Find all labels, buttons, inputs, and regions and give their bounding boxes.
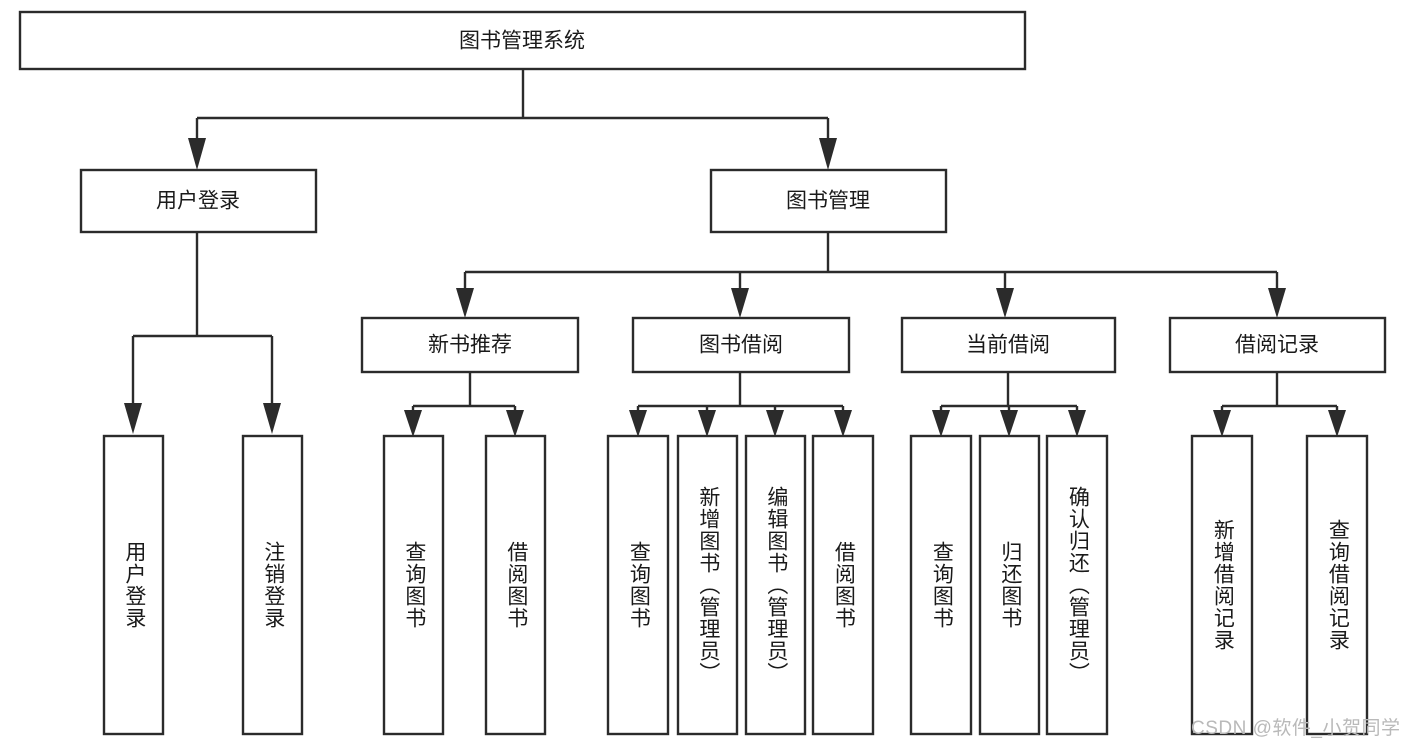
arrowhead-icon-leaf-6 <box>698 410 716 437</box>
arrowhead-icon-leaf-3 <box>404 410 422 437</box>
node-box-leaf-6[interactable] <box>676 434 739 736</box>
node-box-login[interactable] <box>79 168 318 234</box>
node-label-borrow: 图书借阅 <box>699 334 783 357</box>
node-box-leaf-1[interactable] <box>102 434 165 736</box>
arrowhead-icon-records <box>1268 288 1286 318</box>
node-box-leaf-11[interactable] <box>1045 434 1109 736</box>
arrowhead-icon-bookmgmt <box>819 138 837 170</box>
node-label-records: 借阅记录 <box>1235 334 1319 357</box>
connector-newbook-to-leaves <box>404 372 524 437</box>
node-box-leaf-12[interactable] <box>1190 434 1254 736</box>
connector-bookmgmt-to-level3 <box>456 232 1286 318</box>
arrowhead-icon-newbook <box>456 288 474 318</box>
node-label-current: 当前借阅 <box>966 334 1050 357</box>
node-box-leaf-4[interactable] <box>484 434 547 736</box>
node-box-leaf-5[interactable] <box>606 434 670 736</box>
arrowhead-icon-current <box>996 288 1014 318</box>
arrowhead-icon-leaf-4 <box>506 410 524 437</box>
node-box-bookmgmt[interactable] <box>709 168 948 234</box>
connector-login-to-leaves <box>124 232 281 434</box>
arrowhead-icon-borrow <box>731 288 749 318</box>
arrowhead-icon-leaf-7 <box>766 410 784 437</box>
connector-root-to-level2 <box>188 69 837 170</box>
arrowhead-icon-leaf-13 <box>1328 410 1346 437</box>
arrowhead-icon-leaf-11 <box>1068 410 1086 437</box>
node-label-login: 用户登录 <box>156 190 240 213</box>
arrowhead-icon-leaf-5 <box>629 410 647 437</box>
connector-records-to-leaves <box>1213 372 1346 437</box>
arrowhead-icon-leaf-1 <box>124 403 142 434</box>
node-label-newbook: 新书推荐 <box>428 334 512 357</box>
node-box-leaf-3[interactable] <box>382 434 445 736</box>
arrowhead-icon-leaf-10 <box>1000 410 1018 437</box>
node-box-leaf-7[interactable] <box>744 434 807 736</box>
node-box-records[interactable] <box>1168 316 1387 374</box>
node-box-borrow[interactable] <box>631 316 851 374</box>
node-box-newbook[interactable] <box>360 316 580 374</box>
node-box-root[interactable] <box>18 10 1027 71</box>
connector-current-to-leaves <box>932 372 1086 437</box>
node-box-leaf-10[interactable] <box>978 434 1041 736</box>
node-label-root: 图书管理系统 <box>459 30 585 53</box>
watermark-text: CSDN @软件_小贺同学 <box>1191 718 1401 739</box>
node-box-leaf-8[interactable] <box>811 434 875 736</box>
node-box-current[interactable] <box>900 316 1117 374</box>
arrowhead-icon-leaf-8 <box>834 410 852 437</box>
arrowhead-icon-leaf-2 <box>263 403 281 434</box>
node-label-bookmgmt: 图书管理 <box>786 190 870 213</box>
arrowhead-icon-leaf-9 <box>932 410 950 437</box>
node-box-leaf-13[interactable] <box>1305 434 1369 736</box>
arrowhead-icon-leaf-12 <box>1213 410 1231 437</box>
connector-borrow-to-leaves <box>629 372 852 437</box>
arrowhead-icon-login <box>188 138 206 170</box>
node-box-leaf-9[interactable] <box>909 434 973 736</box>
node-box-leaf-2[interactable] <box>241 434 304 736</box>
